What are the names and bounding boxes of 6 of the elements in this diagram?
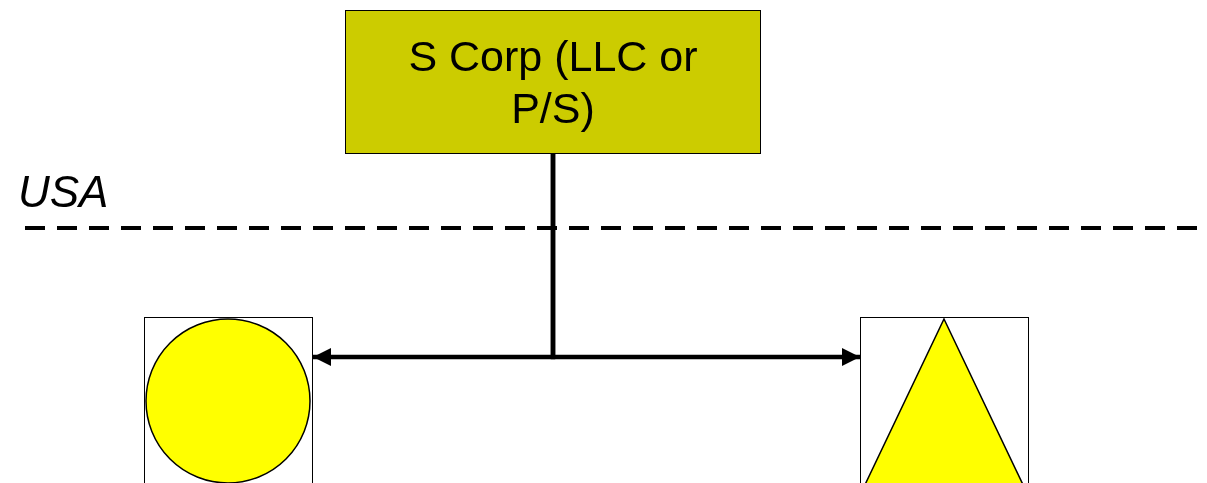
circle-symbol: [144, 317, 313, 483]
entity-name: S Corp (LLC or P/S): [407, 31, 699, 134]
region-label: USA: [18, 166, 109, 218]
ownership-arrow: [550, 154, 860, 366]
triangle-symbol: [860, 317, 1029, 483]
entity-box: [345, 10, 761, 154]
